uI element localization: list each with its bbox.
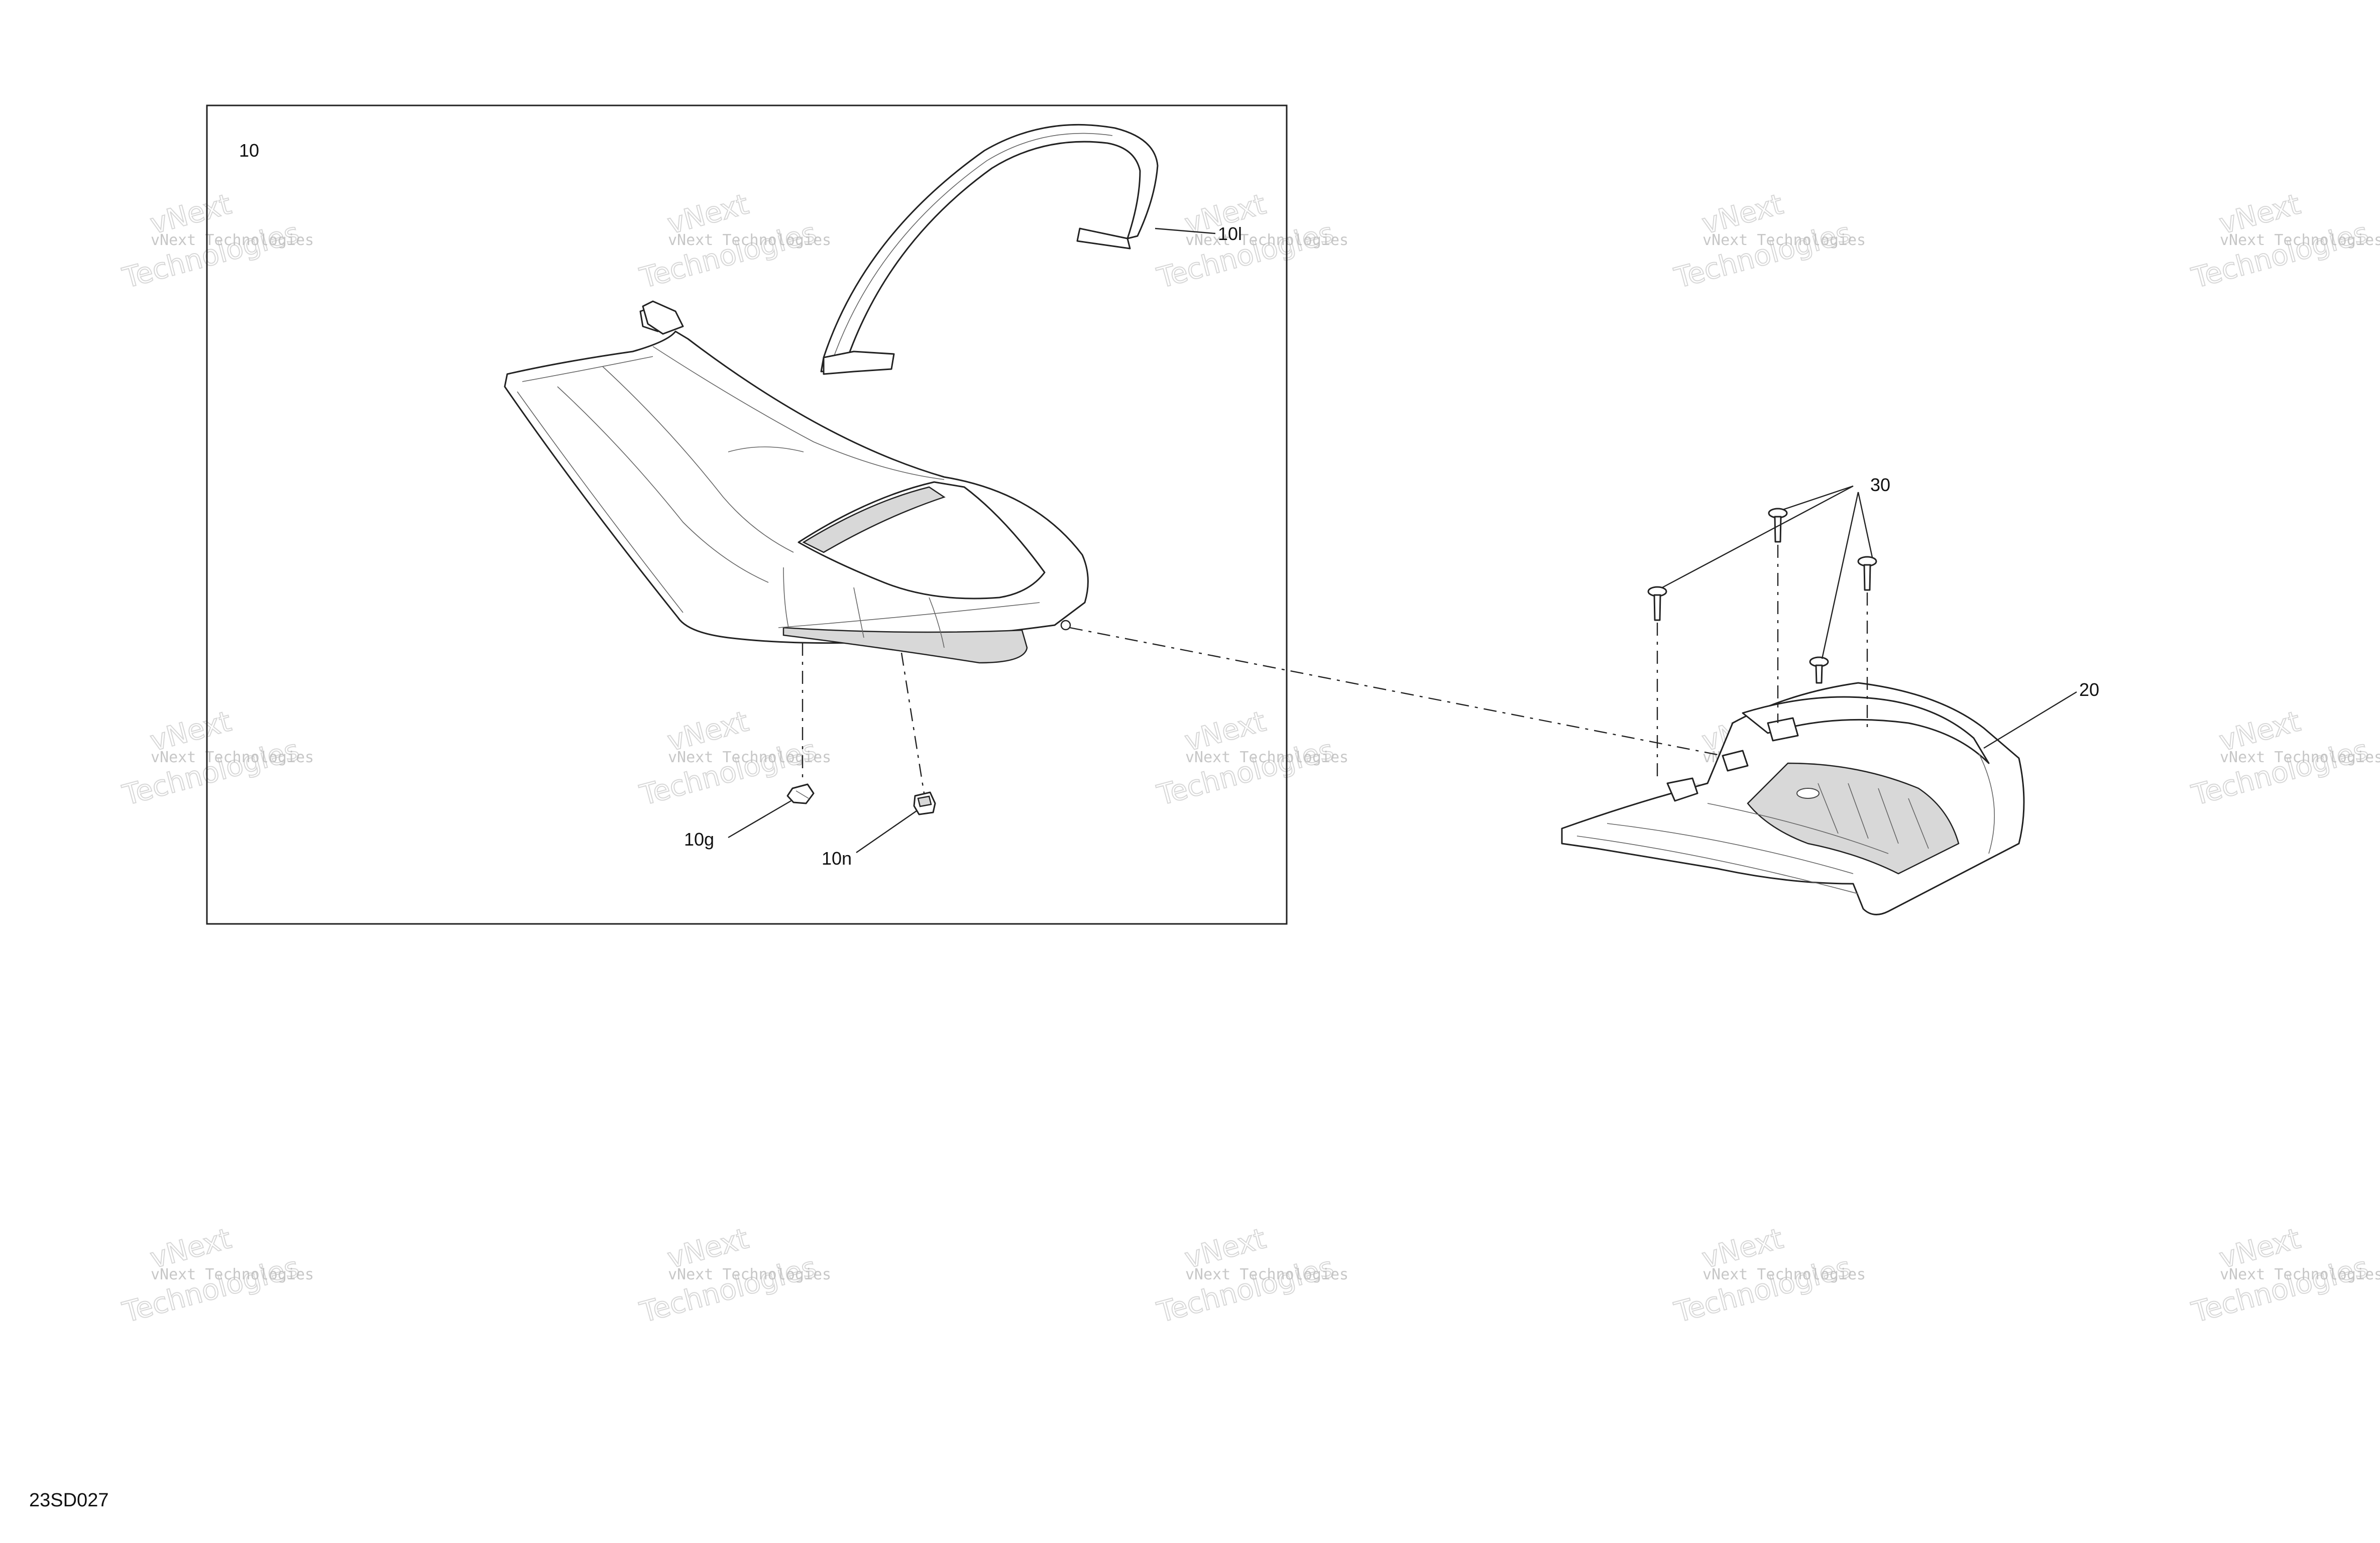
watermark-line2: vNext Technologies	[668, 231, 831, 249]
watermark-line3: Technologies	[2188, 216, 2371, 295]
watermark-line2: vNext Technologies	[668, 1266, 831, 1283]
callout-10: 10	[239, 140, 259, 161]
callout-10g: 10g	[684, 829, 714, 850]
watermark-line3: Technologies	[636, 1251, 820, 1329]
seat-base	[1561, 682, 2025, 915]
seat	[504, 300, 1089, 664]
watermark-line2: vNext Technologies	[1185, 231, 1348, 249]
watermark-line3: Technologies	[119, 216, 302, 295]
diagram-id: 23SD027	[29, 1490, 108, 1511]
screw-4	[1809, 656, 1829, 684]
watermark-line3: Technologies	[1671, 1251, 1854, 1329]
callouts: 10 10l 10g 10n 20 30	[239, 140, 2099, 869]
watermark-line2: vNext Technologies	[1703, 1266, 1866, 1283]
watermark-line2: vNext Technologies	[2220, 749, 2380, 766]
watermark-line2: vNext Technologies	[668, 749, 831, 766]
watermark-line2: vNext Technologies	[1703, 231, 1866, 249]
watermark-line2: vNext Technologies	[1185, 1266, 1348, 1283]
watermark-line3: Technologies	[119, 734, 302, 812]
leader-lines	[728, 227, 2077, 853]
watermark-line2: vNext Technologies	[1185, 749, 1348, 766]
callout-10l: 10l	[1218, 223, 1242, 244]
screw-1	[1647, 586, 1667, 621]
watermark-line3: Technologies	[2188, 1251, 2371, 1329]
watermark-line2: vNext Technologies	[2220, 1266, 2380, 1283]
fastener-10n	[913, 791, 936, 815]
assembly-lines	[802, 545, 1868, 794]
callout-30: 30	[1870, 474, 1890, 495]
watermark-line3: Technologies	[636, 216, 820, 295]
kit-frame	[206, 104, 1288, 925]
clip-10g	[786, 783, 815, 804]
watermark-line3: Technologies	[1154, 734, 1337, 812]
watermark-line3: Technologies	[1154, 1251, 1337, 1329]
screws	[1647, 508, 1877, 684]
watermark-line3: Technologies	[1671, 216, 1854, 295]
watermark-line2: vNext Technologies	[151, 231, 314, 249]
screw-3	[1857, 556, 1877, 591]
callout-10n: 10n	[822, 848, 852, 869]
watermark-line2: vNext Technologies	[2220, 231, 2380, 249]
screw-2	[1768, 508, 1788, 543]
watermark-line3: Technologies	[1154, 216, 1337, 295]
watermark-line2: vNext Technologies	[151, 749, 314, 766]
watermark-line3: Technologies	[2188, 734, 2371, 812]
callout-20: 20	[2079, 679, 2099, 700]
watermark-line3: Technologies	[119, 1251, 302, 1329]
watermark-line2: vNext Technologies	[151, 1266, 314, 1283]
grab-strap	[820, 124, 1159, 375]
